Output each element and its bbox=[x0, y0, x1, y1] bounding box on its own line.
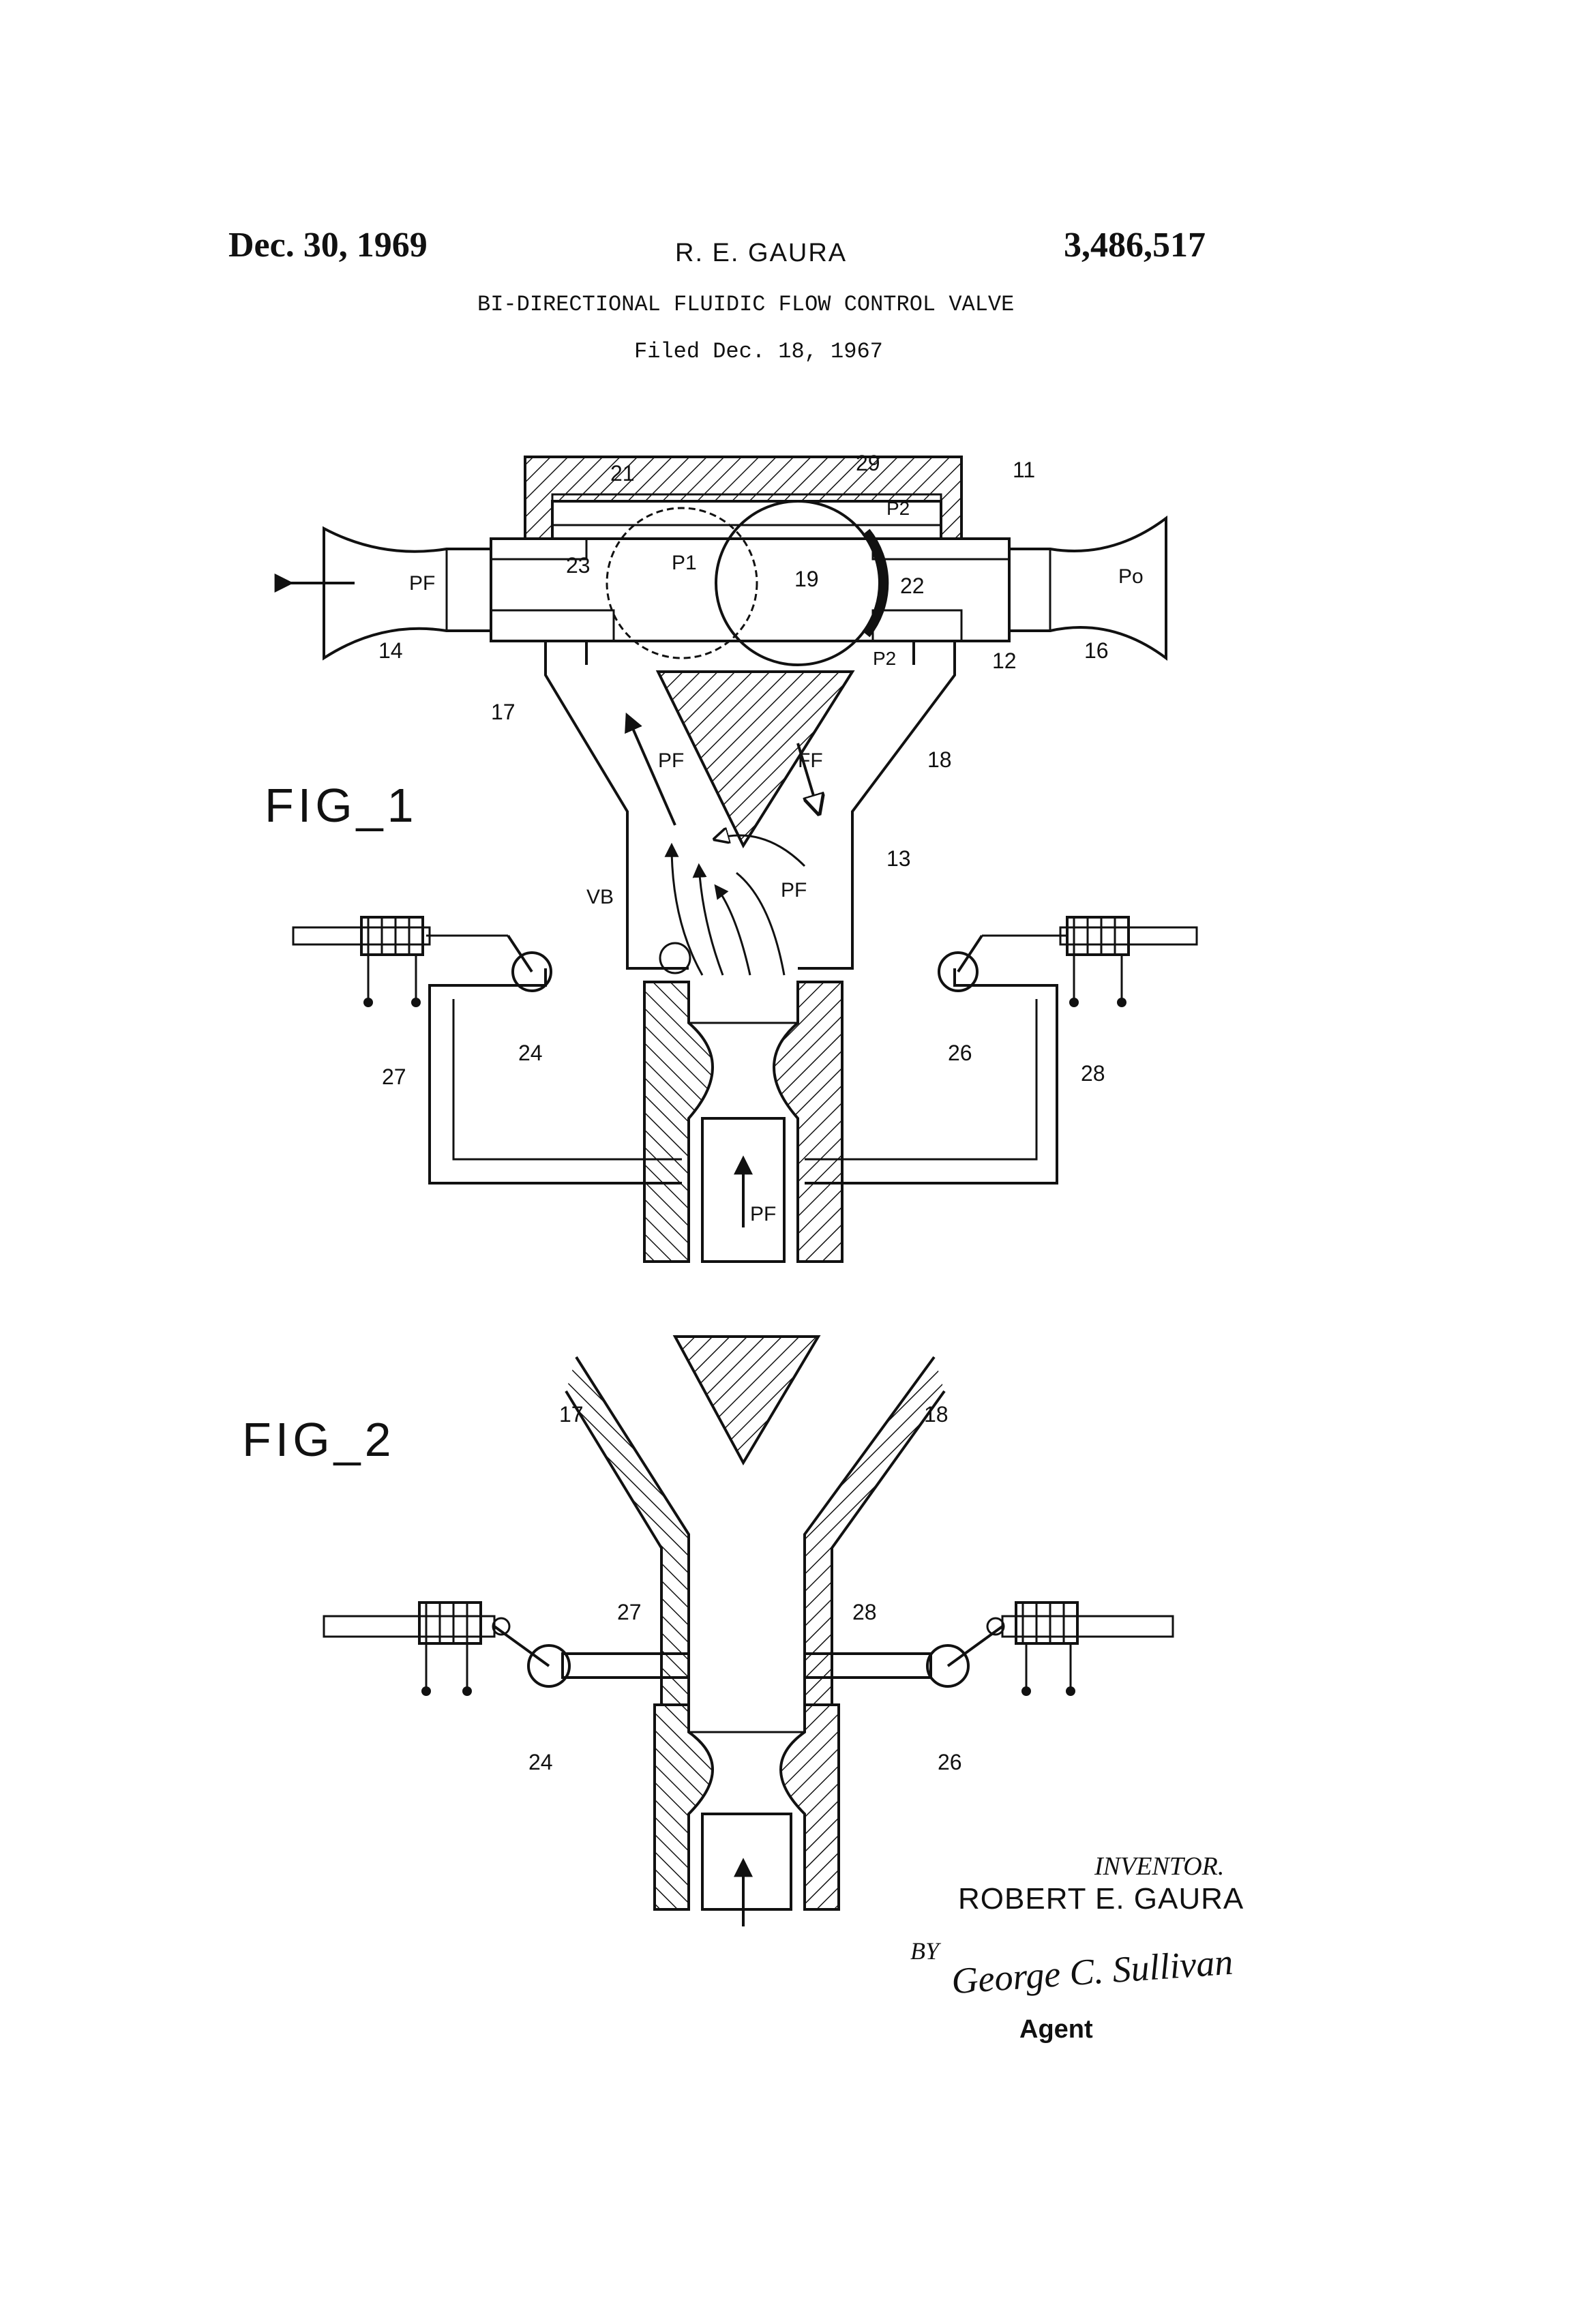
fig1-power-inlet bbox=[701, 1117, 786, 1263]
fig1-passage-18-wall bbox=[798, 641, 956, 970]
fig1-ref-26: 26 bbox=[948, 1041, 972, 1065]
fig1-annot-p2-lower: P2 bbox=[873, 648, 896, 669]
fig1-control-valve-24 bbox=[511, 951, 552, 992]
fig1-splitter-wedge bbox=[655, 670, 855, 849]
inventor-short-name: R. E. GAURA bbox=[675, 239, 848, 267]
filed-date: Filed Dec. 18, 1967 bbox=[634, 339, 883, 364]
by-label: BY bbox=[910, 1937, 940, 1965]
fig1-pressure-chamber bbox=[551, 493, 942, 526]
fig2-control-line-27 bbox=[561, 1652, 690, 1679]
fig1-ref-23: 23 bbox=[566, 553, 591, 578]
fig1-throat-left bbox=[643, 981, 714, 1263]
fig1-ref-28: 28 bbox=[1081, 1061, 1105, 1086]
fig1-ref-11: 11 bbox=[1013, 458, 1035, 482]
patent-title: BI-DIRECTIONAL FLUIDIC FLOW CONTROL VALV… bbox=[477, 292, 1015, 317]
fig2-ref-26: 26 bbox=[938, 1750, 962, 1774]
fig1-ref-14: 14 bbox=[378, 638, 403, 663]
fig1-seat-right-top bbox=[871, 537, 1011, 561]
fig2-power-inlet bbox=[701, 1813, 792, 1911]
patent-date: Dec. 30, 1969 bbox=[228, 226, 428, 265]
fig2-solenoid-left bbox=[323, 1601, 550, 1696]
fig1-annot-p2-top: P2 bbox=[886, 498, 910, 519]
fig1-annot-pf-inlet: PF bbox=[750, 1203, 776, 1225]
fig1-annot-p1: P1 bbox=[672, 552, 697, 574]
fig1-annot-po: Po bbox=[1118, 565, 1144, 588]
fig2-ref-24: 24 bbox=[528, 1750, 553, 1774]
fig1-control-valve-26 bbox=[938, 951, 979, 992]
fig1-ref-21: 21 bbox=[610, 461, 635, 486]
fig1-ref-22: 22 bbox=[900, 573, 925, 598]
fig1-solenoid-left bbox=[292, 916, 533, 1007]
fig1-ref-19: 19 bbox=[794, 567, 819, 591]
fig2-drawing bbox=[323, 1335, 1174, 1926]
fig1-ref-13: 13 bbox=[886, 846, 911, 871]
fig1-control-loop-27 bbox=[428, 968, 682, 1185]
fig1-passage-17-wall bbox=[544, 641, 689, 970]
fig1-seat-left-bottom bbox=[490, 609, 615, 642]
fig2-ref-27: 27 bbox=[617, 1600, 642, 1624]
fig2-ref-18: 18 bbox=[924, 1402, 949, 1427]
fig2-ref-17: 17 bbox=[559, 1402, 584, 1427]
fig2-throat-right bbox=[779, 1703, 840, 1911]
fig1-ball-alt-position bbox=[606, 507, 758, 659]
fig1-seat-right-bottom bbox=[871, 609, 963, 642]
fig1-annot-pf-mid: PF bbox=[781, 879, 807, 902]
inventor-label: INVENTOR. bbox=[1094, 1852, 1225, 1881]
fig2-throat-left bbox=[653, 1703, 714, 1911]
fig1-annot-pf-outlet: PF bbox=[409, 572, 435, 595]
fig2-label: FIG_2 bbox=[242, 1413, 395, 1466]
fig1-solenoid-right bbox=[957, 916, 1198, 1007]
fig1-ref-17: 17 bbox=[491, 700, 516, 724]
fig1-annot-ff: FF bbox=[798, 749, 823, 772]
fig2-control-line-28 bbox=[803, 1652, 932, 1679]
fig1-ref-24: 24 bbox=[518, 1041, 543, 1065]
fig1-drawing bbox=[274, 456, 1198, 1263]
fig1-throat-right bbox=[773, 981, 844, 1263]
patent-number: 3,486,517 bbox=[1064, 226, 1206, 265]
fig2-control-valve-26 bbox=[926, 1644, 970, 1688]
fig1-label: FIG_1 bbox=[265, 779, 418, 832]
fig1-annot-vb: VB bbox=[586, 886, 614, 908]
agent-label: Agent bbox=[1019, 2015, 1093, 2044]
fig2-splitter-wedge bbox=[672, 1335, 821, 1466]
fig1-ref-18: 18 bbox=[927, 747, 952, 772]
fig1-outlet-nozzle-16 bbox=[1008, 516, 1167, 661]
inventor-name: ROBERT E. GAURA bbox=[958, 1882, 1244, 1916]
fig1-ref-16: 16 bbox=[1084, 638, 1109, 663]
fig1-annot-pf-left: PF bbox=[658, 749, 684, 772]
fig2-control-valve-24 bbox=[527, 1644, 571, 1688]
fig1-outlet-nozzle-14 bbox=[323, 526, 492, 661]
fig1-ref-12: 12 bbox=[992, 649, 1017, 673]
fig2-solenoid-right bbox=[946, 1601, 1174, 1696]
fig1-ref-29: 29 bbox=[856, 451, 880, 475]
fig2-ref-28: 28 bbox=[852, 1600, 877, 1624]
fig1-control-loop-28 bbox=[805, 968, 1058, 1185]
fig1-ref-27: 27 bbox=[382, 1064, 406, 1089]
